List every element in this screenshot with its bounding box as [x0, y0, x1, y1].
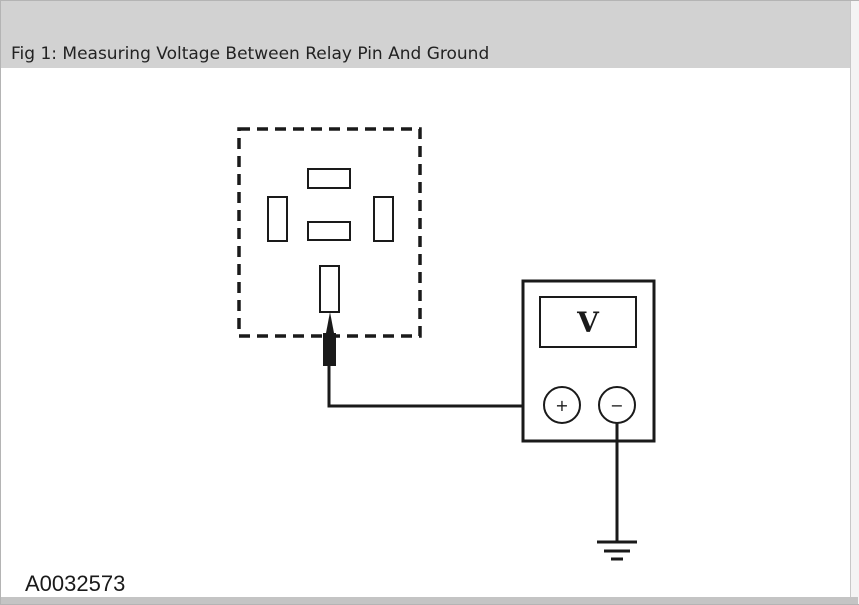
relay-pin-bottom: [319, 265, 340, 313]
test-probe-tip: [326, 312, 334, 333]
relay-pin-left: [267, 196, 288, 242]
positive-terminal: [543, 386, 581, 424]
caption-bar: Fig 1: Measuring Voltage Between Relay P…: [1, 1, 850, 68]
positive-terminal-label: +: [555, 396, 568, 415]
figure-caption: Fig 1: Measuring Voltage Between Relay P…: [11, 44, 490, 64]
relay-pin-right: [373, 196, 394, 242]
positive-test-lead: [327, 366, 543, 408]
ground-icon: [597, 540, 637, 561]
test-probe-body: [323, 333, 336, 366]
relay-pin-center: [307, 221, 351, 241]
voltmeter-display: [539, 296, 637, 348]
bottom-edge-strip: [1, 597, 858, 604]
voltmeter-display-label: V: [576, 306, 600, 339]
figure-id: A0032573: [25, 571, 126, 596]
wiring-diagram: V + −: [237, 127, 656, 561]
negative-terminal-label: −: [610, 396, 623, 415]
relay-pin-top: [307, 168, 351, 189]
right-edge-strip: [850, 1, 859, 604]
